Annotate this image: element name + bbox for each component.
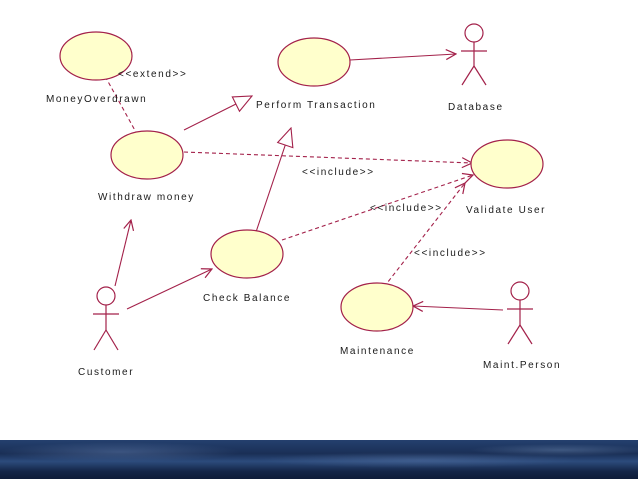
label-maintenance: Maintenance (340, 346, 415, 357)
edge-withdraw-to-perform (183, 96, 252, 131)
label-money-overdrawn: MoneyOverdrawn (46, 94, 147, 105)
actor-maint-person[interactable] (507, 281, 533, 345)
label-actor-maint-person: Maint.Person (483, 360, 561, 371)
footer-decorative-band (0, 440, 638, 479)
edge-customer-to-withdraw (114, 220, 131, 287)
label-validate-user: Validate User (466, 205, 546, 216)
edge-perform-to-database (349, 54, 456, 61)
label-withdraw-money: Withdraw money (98, 192, 195, 203)
use-case-validate-user[interactable] (470, 139, 544, 189)
label-actor-database: Database (448, 102, 504, 113)
edge-include-maintenance-to-validate (383, 183, 465, 288)
label-check-balance: Check Balance (203, 293, 291, 304)
use-case-diagram: MoneyOverdrawn Perform Transaction Withd… (46, 23, 561, 378)
edge-include-withdraw-to-validate (183, 151, 472, 163)
label-include-maintenance: <<include>> (414, 248, 487, 259)
label-actor-customer: Customer (78, 367, 134, 378)
use-case-maintenance[interactable] (340, 282, 414, 332)
label-extend: <<extend>> (118, 69, 187, 80)
edge-include-checkbalance-to-validate (281, 175, 473, 241)
use-case-withdraw-money[interactable] (110, 130, 184, 180)
label-perform-transaction: Perform Transaction (256, 100, 376, 111)
use-case-check-balance[interactable] (210, 229, 284, 279)
actor-database[interactable] (461, 23, 487, 86)
use-case-perform-transaction[interactable] (277, 37, 351, 87)
actor-customer[interactable] (93, 286, 119, 351)
edge-checkbalance-to-perform (255, 128, 291, 233)
label-include-checkbalance: <<include>> (370, 203, 443, 214)
label-include-withdraw: <<include>> (302, 167, 375, 178)
edge-maintperson-to-maintenance (413, 306, 504, 310)
edge-customer-to-checkbalance (126, 269, 212, 310)
use-case-money-overdrawn[interactable] (59, 31, 133, 81)
